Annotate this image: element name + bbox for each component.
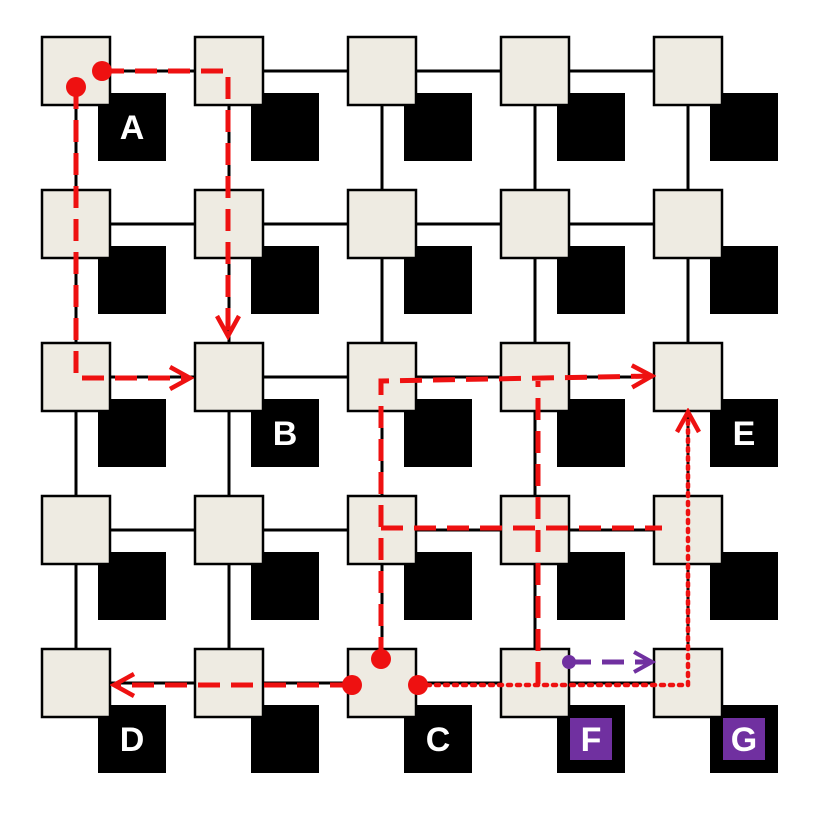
route-source-dot (371, 649, 391, 669)
route-c-e-row2-path (378, 376, 652, 659)
router-node (193, 341, 265, 413)
node-labels: A B E D C F G (120, 109, 765, 760)
label-c: C (426, 721, 451, 759)
route-source-dot (342, 675, 362, 695)
router-node (193, 494, 265, 566)
router-node (40, 494, 112, 566)
label-e: E (733, 415, 756, 453)
router-node (346, 188, 418, 260)
label-b: B (273, 415, 298, 453)
route-source-dot (408, 675, 428, 695)
route-source-dot (562, 655, 576, 669)
route-a-b-down-path (73, 87, 190, 378)
router-node (346, 35, 418, 107)
label-d: D (120, 721, 145, 759)
label-a: A (120, 109, 145, 147)
label-f: F (581, 721, 602, 759)
router-node (499, 188, 571, 260)
router-node (499, 35, 571, 107)
router-node (40, 647, 112, 719)
router-node (652, 341, 724, 413)
route-source-dot (92, 61, 112, 81)
routes (66, 61, 688, 695)
router-node (346, 341, 418, 413)
highlight-box (723, 718, 765, 760)
route-a-b-right-path (102, 68, 228, 336)
label-g: G (731, 721, 757, 759)
route-source-dot (66, 77, 86, 97)
highlight-box (570, 718, 612, 760)
route-c-e-dotted-path (415, 412, 688, 688)
router-node (652, 35, 724, 107)
router-node (652, 188, 724, 260)
